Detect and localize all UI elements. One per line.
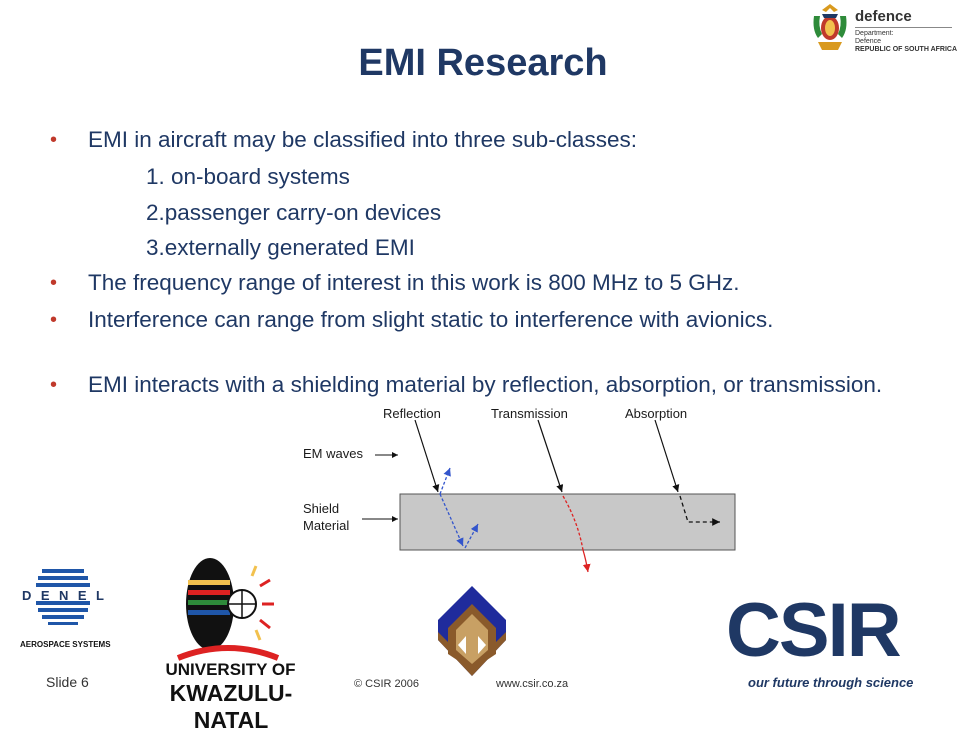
- denel-letters: D E N E L: [22, 588, 104, 603]
- csir-logo: CSIR: [726, 590, 906, 672]
- bullet-text: EMI interacts with a shielding material …: [88, 372, 883, 397]
- em-waves-label: EM waves: [303, 446, 363, 461]
- bullet-marker-icon: •: [50, 309, 58, 331]
- slide-number: Slide 6: [46, 674, 89, 690]
- bullet-text: EMI in aircraft may be classified into t…: [88, 127, 637, 152]
- internal-reflection-arrow: [464, 523, 479, 549]
- ukzn-logo: [148, 556, 308, 720]
- copyright-text: © CSIR 2006: [354, 678, 419, 690]
- defence-country-label: REPUBLIC OF SOUTH AFRICA: [855, 46, 958, 53]
- internal-ray: [439, 493, 464, 547]
- denel-letter: E: [77, 588, 87, 603]
- denel-subtitle: AEROSPACE SYSTEMS: [20, 640, 111, 649]
- ukzn-shield-icon: [176, 558, 280, 661]
- sub-list-item: 2.passenger carry-on devices: [146, 200, 442, 225]
- slide-title: EMI Research: [358, 42, 608, 84]
- bullet-marker-icon: •: [50, 129, 58, 151]
- sub-list-item: 1. on-board systems: [146, 164, 350, 189]
- csir-tagline: our future through science: [748, 675, 914, 690]
- transmission-incident-arrow: [537, 419, 564, 493]
- bullet-marker-icon: •: [50, 272, 58, 294]
- shield-material-block: [399, 493, 736, 551]
- defence-divider: [855, 27, 952, 28]
- transmission-label: Transmission: [491, 406, 568, 421]
- reflection-label: Reflection: [383, 406, 441, 421]
- shield-label: Shield: [303, 501, 340, 516]
- denel-letter: L: [96, 588, 104, 603]
- reflection-incident-arrow: [414, 419, 440, 493]
- defence-dept-label: Department:: [855, 30, 894, 37]
- absorption-label: Absorption: [625, 406, 688, 421]
- shielding-diagram-svg: [362, 419, 736, 573]
- shielding-diagram: [300, 400, 750, 580]
- csir-wordmark: CSIR: [726, 588, 902, 673]
- defence-wordmark: defence: [855, 8, 912, 25]
- ukzn-name-line1: UNIVERSITY OF: [165, 660, 296, 679]
- website-link[interactable]: www.csir.co.za: [496, 678, 569, 690]
- denel-letter: N: [59, 588, 69, 603]
- sub-list-item: 3.externally generated EMI: [146, 235, 415, 260]
- transmission-exit-arrow: [582, 549, 591, 573]
- defence-logo: [806, 2, 956, 54]
- reflected-ray-arrow: [439, 467, 451, 495]
- denel-emblem-icon: [36, 569, 90, 625]
- center-diamond-logo: [436, 584, 508, 678]
- bullet-text: The frequency range of interest in this …: [88, 270, 740, 295]
- defence-name-label: Defence: [855, 38, 882, 45]
- bullet-text: Interference can range from slight stati…: [88, 307, 774, 332]
- denel-letter: E: [40, 588, 50, 603]
- material-label: Material: [303, 518, 350, 533]
- absorption-incident-arrow: [654, 419, 680, 493]
- bullet-marker-icon: •: [50, 374, 58, 396]
- denel-letter: D: [22, 588, 32, 603]
- absorption-ray-arrow: [679, 495, 720, 526]
- coat-of-arms-icon: [813, 4, 847, 50]
- diamond-emblem-icon: [438, 586, 506, 676]
- denel-logo: [18, 565, 108, 635]
- ukzn-name-line2: KWAZULU-NATAL: [169, 680, 293, 733]
